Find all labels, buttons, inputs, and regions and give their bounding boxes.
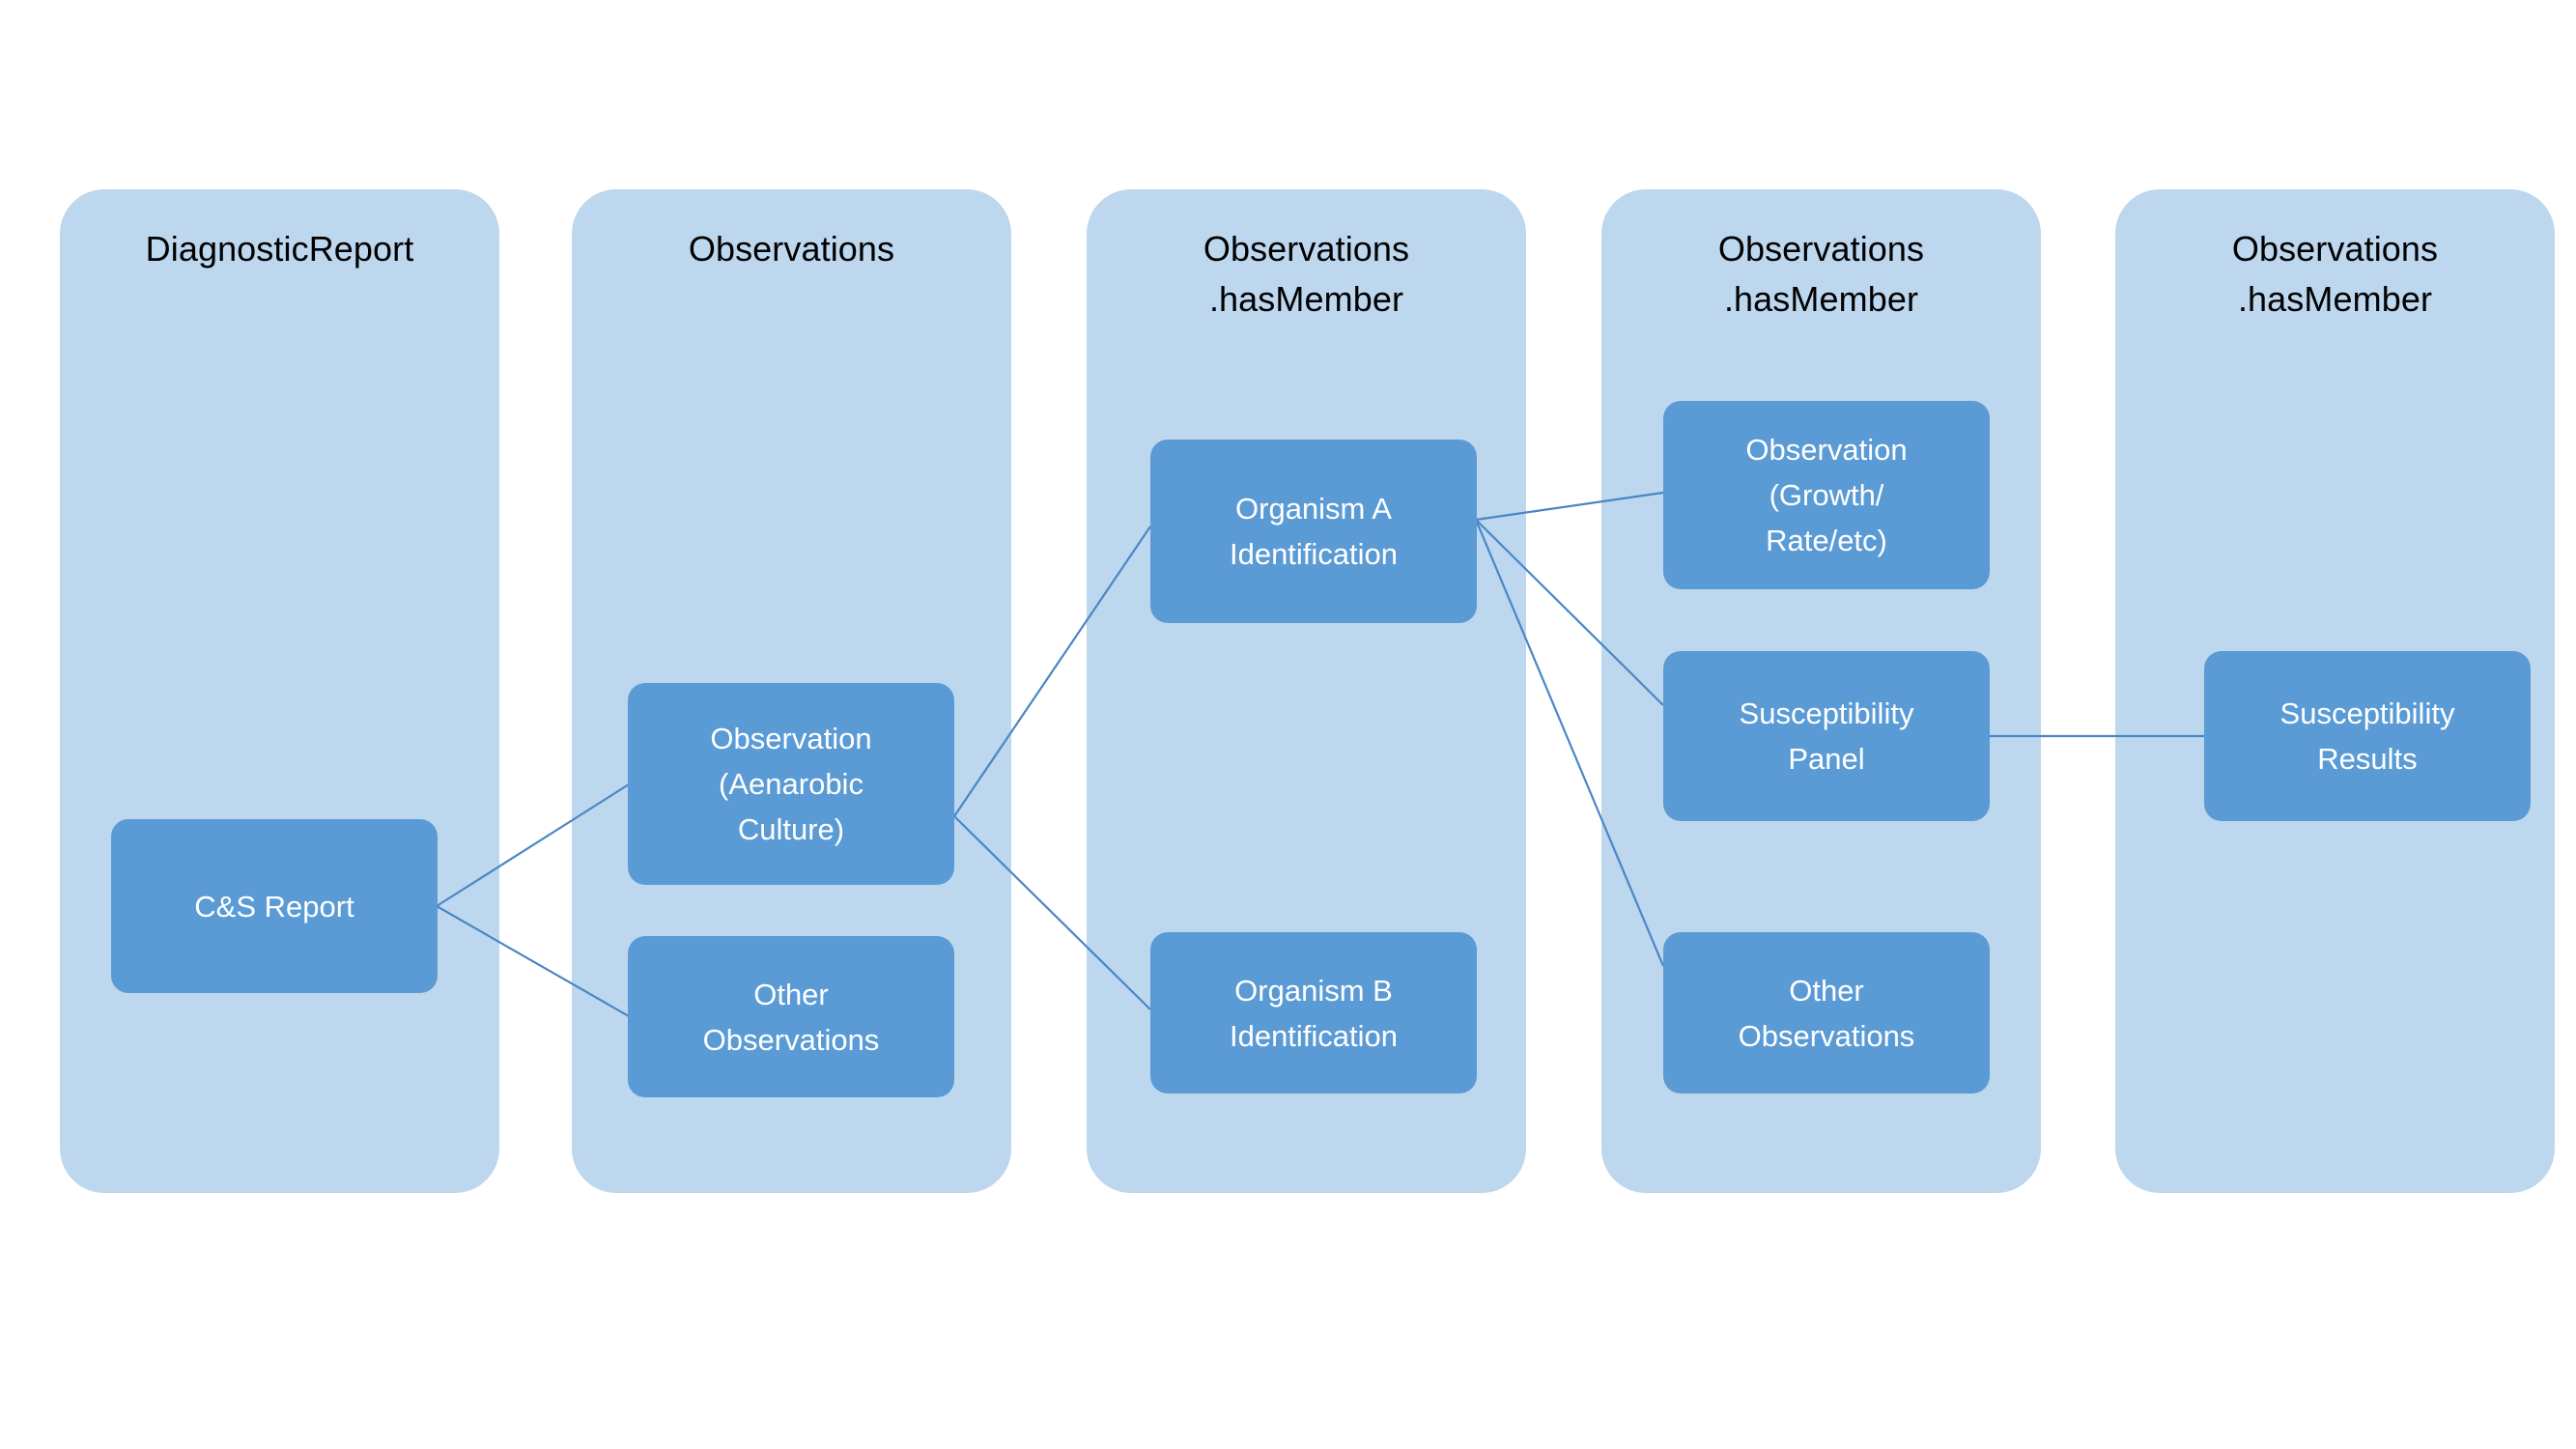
node-cs-report[interactable]: C&S Report: [111, 819, 438, 993]
node-other-observations-col4[interactable]: Other Observations: [1663, 932, 1990, 1094]
lane-diagnosticreport[interactable]: DiagnosticReport: [60, 189, 499, 1193]
lane-title-hasmember-1: Observations .hasMember: [1203, 229, 1410, 319]
lane-title-diagnosticreport: DiagnosticReport: [145, 229, 414, 269]
node-organism-b[interactable]: Organism B Identification: [1150, 932, 1477, 1094]
node-susceptibility-results[interactable]: Susceptibility Results: [2204, 651, 2531, 821]
node-observation-growth[interactable]: Observation (Growth/ Rate/etc): [1663, 401, 1990, 589]
lane-title-hasmember-2: Observations .hasMember: [1717, 229, 1925, 319]
lane-title-observations: Observations: [688, 229, 895, 269]
node-observation-aenarobic[interactable]: Observation (Aenarobic Culture): [628, 683, 954, 885]
node-organism-a[interactable]: Organism A Identification: [1150, 440, 1477, 623]
node-susceptibility-panel[interactable]: Susceptibility Panel: [1663, 651, 1990, 821]
lane-title-hasmember-3: Observations .hasMember: [2231, 229, 2439, 319]
node-other-observations-col2[interactable]: Other Observations: [628, 936, 954, 1097]
